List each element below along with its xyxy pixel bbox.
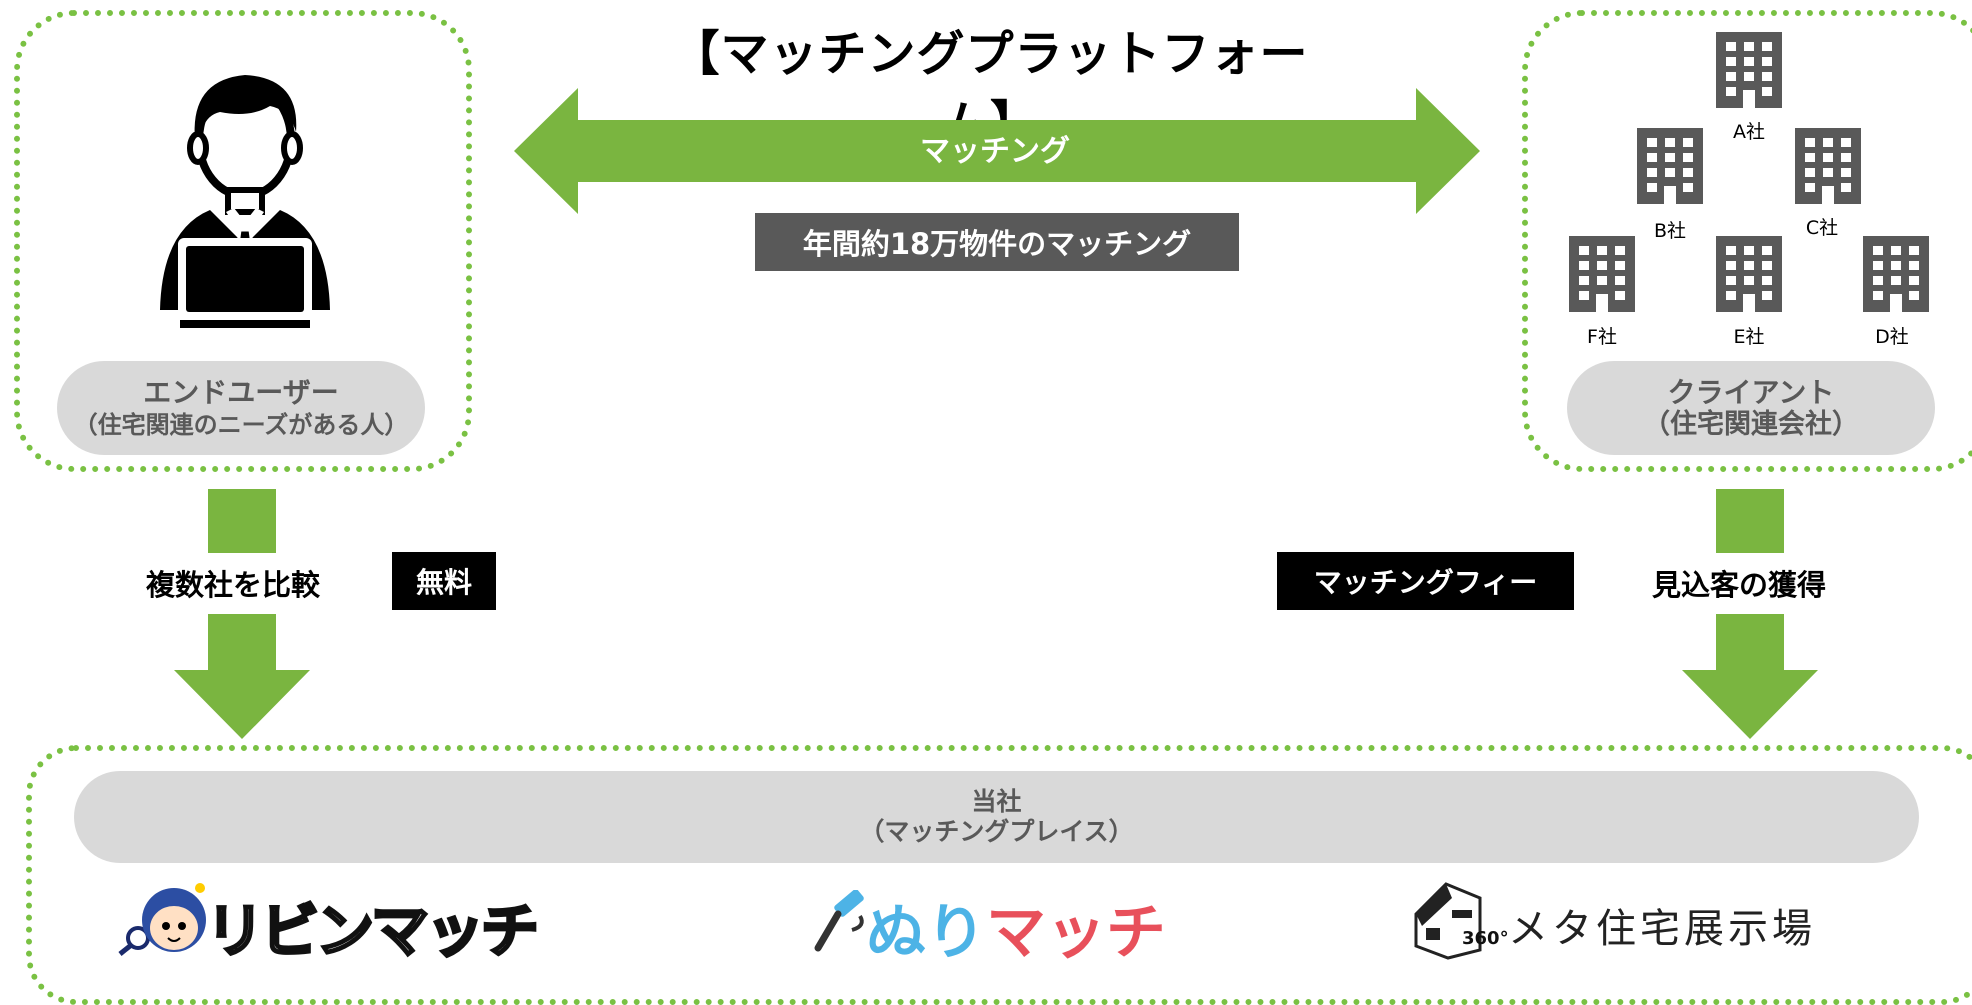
company-label: 当社 （マッチングプレイス） bbox=[74, 771, 1919, 863]
client-box bbox=[1522, 10, 1972, 472]
meta-housing-logo: メタ住宅展示場 bbox=[1508, 906, 1816, 952]
end-user-desc: （住宅関連のニーズがある人） bbox=[73, 411, 409, 439]
mascot-icon bbox=[118, 883, 206, 956]
person-with-laptop-icon bbox=[160, 75, 330, 328]
building-icon bbox=[1716, 236, 1782, 312]
company-b-label: B社 bbox=[1653, 220, 1687, 242]
badge-360: 360° bbox=[1462, 928, 1509, 949]
free-badge: 無料 bbox=[392, 552, 496, 610]
end-user-box bbox=[14, 10, 472, 472]
right-down-arrow bbox=[1682, 614, 1818, 739]
annual-matching-box: 年間約18万物件のマッチング bbox=[755, 213, 1239, 271]
nuri-match-logo: ぬりマッチ bbox=[866, 884, 1166, 971]
building-icon bbox=[1637, 128, 1703, 204]
left-down-arrow bbox=[174, 614, 310, 739]
matching-arrow-label: マッチング bbox=[920, 134, 1070, 169]
end-user-name: エンドユーザー bbox=[143, 376, 339, 409]
end-user-label: エンドユーザー （住宅関連のニーズがある人） bbox=[57, 361, 425, 455]
company-f-label: F社 bbox=[1587, 326, 1617, 348]
nuri-match-text: ぬりマッチ bbox=[866, 898, 1166, 968]
matching-fee-badge: マッチングフィー bbox=[1277, 552, 1574, 610]
company-c-label: C社 bbox=[1805, 217, 1839, 239]
client-action: 見込客の獲得 bbox=[1652, 568, 1827, 602]
building-icon bbox=[1569, 236, 1635, 312]
company-a-label: A社 bbox=[1733, 121, 1765, 143]
building-icon bbox=[1716, 32, 1782, 108]
livin-match-logo: リビンマッチ bbox=[204, 896, 540, 967]
paint-roller-icon bbox=[814, 890, 864, 952]
building-icon bbox=[1795, 128, 1861, 204]
matching-double-arrow bbox=[514, 88, 1480, 214]
client-label: クライアント （住宅関連会社） bbox=[1567, 361, 1935, 455]
end-user-action: 複数社を比較 bbox=[146, 568, 321, 602]
company-d-label: D社 bbox=[1875, 326, 1909, 348]
client-desc: （住宅関連会社） bbox=[1643, 409, 1859, 440]
left-flow-stem bbox=[208, 489, 276, 553]
building-icon bbox=[1863, 236, 1929, 312]
company-name: 当社 bbox=[971, 787, 1022, 816]
house-360-icon bbox=[1414, 882, 1482, 960]
right-flow-stem bbox=[1716, 489, 1784, 553]
company-desc: （マッチングプレイス） bbox=[859, 817, 1134, 846]
client-name: クライアント bbox=[1667, 376, 1835, 409]
company-e-label: E社 bbox=[1733, 326, 1765, 348]
